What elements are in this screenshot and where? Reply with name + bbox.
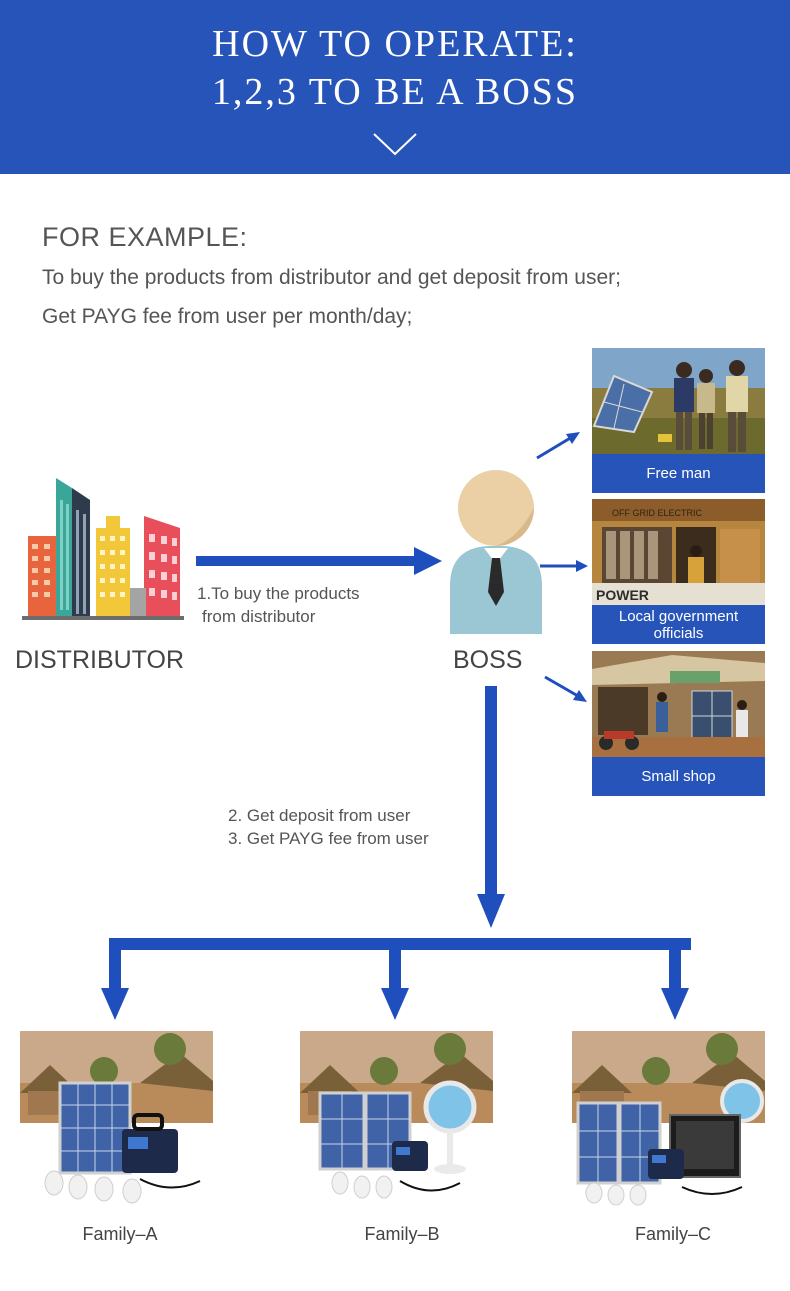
- step1-line2: from distributor: [202, 607, 316, 626]
- distributor-label: DISTRIBUTOR: [15, 646, 184, 674]
- arrow-down-right-icon: [544, 675, 587, 702]
- family-c-label: Family–C: [634, 1224, 711, 1244]
- local-government-photo: OFF GRID ELECTRIC POWER: [592, 499, 765, 605]
- intro-heading: FOR EXAMPLE:: [42, 222, 248, 252]
- distribution-arrows: [101, 938, 691, 1020]
- boss-label: BOSS: [453, 646, 523, 674]
- arrow-right-small-icon: [540, 560, 588, 572]
- arrow-down-family-c-icon: [661, 988, 689, 1020]
- step2-text: 2. Get deposit from user: [228, 806, 411, 825]
- family-b-label: Family–B: [364, 1224, 440, 1244]
- local-government-caption: Local government officials: [592, 605, 765, 644]
- svg-text:POWER: POWER: [596, 587, 649, 603]
- local-government-caption-text: Local government officials: [618, 607, 739, 642]
- intro-line-2: Get PAYG fee from user per month/day;: [42, 305, 413, 328]
- family-a-photo: [20, 1031, 213, 1206]
- header-title-line2: 1,2,3 TO BE A BOSS: [211, 71, 579, 113]
- header-title-line1: HOW TO OPERATE:: [212, 23, 578, 65]
- step2-3-text: 2. Get deposit from user 3. Get PAYG fee…: [228, 804, 429, 850]
- boss-type-card-small-shop: Small shop: [592, 651, 765, 796]
- family-b-photo: [300, 1031, 493, 1206]
- small-shop-photo: [592, 651, 765, 757]
- step1-line1: 1.To buy the products: [197, 584, 360, 603]
- intro-line-1: To buy the products from distributor and…: [42, 266, 621, 289]
- step1-text: 1.To buy the products from distributor: [197, 582, 360, 628]
- free-man-caption: Free man: [592, 454, 765, 493]
- boss-avatar-icon: [450, 470, 542, 634]
- step3-text: 3. Get PAYG fee from user: [228, 829, 429, 848]
- small-shop-caption: Small shop: [592, 757, 765, 796]
- free-man-photo: [592, 348, 765, 454]
- arrow-down-icon: [477, 686, 505, 928]
- boss-type-card-free-man: Free man: [592, 348, 765, 493]
- family-c-photo: [572, 1031, 765, 1206]
- chevron-down-icon: [373, 133, 417, 156]
- family-a-label: Family–A: [82, 1224, 158, 1244]
- boss-type-card-government: OFF GRID ELECTRIC POWER Local government…: [592, 499, 765, 644]
- header-banner: HOW TO OPERATE: 1,2,3 TO BE A BOSS: [0, 0, 790, 174]
- svg-text:OFF GRID ELECTRIC: OFF GRID ELECTRIC: [612, 508, 703, 518]
- arrow-down-family-b-icon: [381, 988, 409, 1020]
- arrow-right-icon: [196, 547, 442, 575]
- distributor-buildings-icon: [22, 478, 184, 620]
- arrow-up-right-icon: [536, 432, 580, 460]
- arrow-down-family-a-icon: [101, 988, 129, 1020]
